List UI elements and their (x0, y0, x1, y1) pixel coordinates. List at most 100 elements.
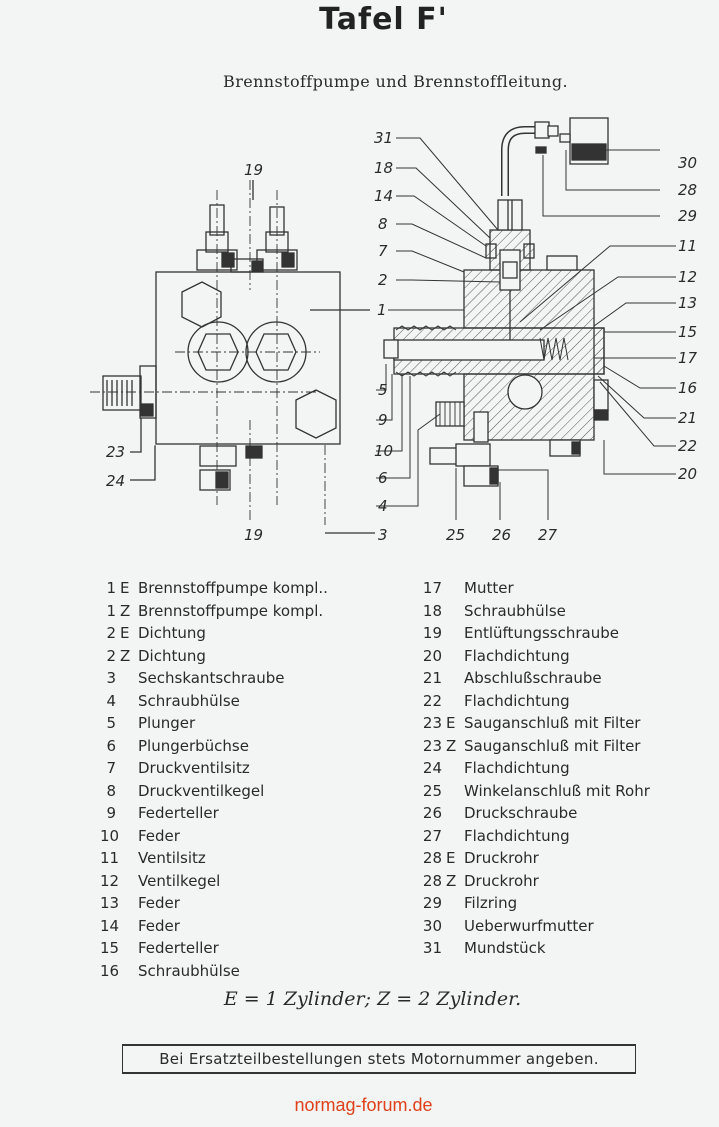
part-row: 29 Filzring (420, 892, 650, 915)
part-name: Entlüftungsschraube (464, 624, 619, 642)
part-name: Ueberwurfmutter (464, 916, 594, 935)
part-number: 17 (422, 579, 442, 597)
part-name: Flachdichtung (464, 646, 570, 665)
part-number: 6 (106, 736, 116, 755)
part-name: Filzring (464, 894, 518, 912)
label-18: 18 (374, 159, 393, 177)
part-number: 10 (100, 826, 120, 845)
label-30: 30 (678, 154, 697, 172)
part-row: 25 Winkelanschluß mit Rohr (420, 780, 650, 803)
part-number: 29 (422, 894, 442, 912)
part-variant (116, 937, 134, 960)
part-row: 26 Druckschraube (420, 802, 650, 825)
part-row: 27 Flachdichtung (420, 825, 650, 848)
part-name: Winkelanschluß mit Rohr (464, 781, 650, 800)
label-12: 12 (678, 268, 697, 286)
part-name: Flachdichtung (464, 759, 570, 777)
part-number: 30 (422, 916, 442, 935)
part-name: Schraubhülse (464, 601, 566, 620)
part-number: 18 (422, 601, 442, 620)
part-variant (442, 690, 460, 713)
page-subtitle: Brennstoffpumpe und Brennstoffleitung. (223, 72, 568, 91)
label-15: 15 (678, 323, 697, 341)
label-16: 16 (678, 379, 697, 397)
part-variant (442, 802, 460, 825)
ordering-notice: Bei Ersatzteilbestellungen stets Motornu… (122, 1044, 636, 1074)
part-number: 25 (422, 781, 442, 800)
part-variant: E (120, 579, 130, 597)
label-29: 29 (678, 207, 697, 225)
part-number: 22 (422, 691, 442, 710)
part-number: 4 (106, 691, 116, 710)
part-row: 10 Feder (100, 825, 328, 848)
part-variant (442, 937, 460, 960)
label-5: 5 (378, 381, 388, 399)
part-variant (116, 667, 134, 690)
part-variant (116, 735, 134, 758)
part-number: 31 (422, 939, 442, 957)
label-9: 9 (378, 411, 388, 429)
part-row: 18 Schraubhülse (420, 600, 650, 623)
part-name: Mundstück (464, 939, 546, 957)
part-name: Feder (138, 826, 180, 845)
part-variant (442, 622, 460, 645)
label-24: 24 (106, 472, 125, 490)
part-name: Abschlußschraube (464, 669, 602, 687)
part-name: Brennstoffpumpe kompl.. (138, 579, 328, 597)
part-number: 19 (422, 624, 442, 642)
part-number: 23 (422, 714, 442, 732)
label-3: 3 (378, 526, 388, 544)
part-name: Dichtung (138, 624, 206, 642)
part-variant (442, 825, 460, 848)
part-number: 26 (422, 804, 442, 822)
label-8: 8 (378, 215, 388, 233)
part-name: Druckrohr (464, 871, 539, 890)
part-name: Sechskantschraube (138, 669, 285, 687)
label-19-top: 19 (244, 161, 263, 179)
part-variant (116, 757, 134, 780)
watermark-link[interactable]: normag-forum.de (294, 1095, 433, 1115)
part-name: Sauganschluß mit Filter (464, 736, 641, 755)
part-number: 14 (100, 916, 120, 935)
part-variant (116, 915, 134, 938)
part-number: 13 (100, 894, 120, 912)
part-variant (116, 712, 134, 735)
part-variant (442, 915, 460, 938)
part-row: 19 Entlüftungsschraube (420, 622, 650, 645)
label-25: 25 (446, 526, 465, 544)
part-number: 2 (106, 646, 116, 665)
label-14: 14 (374, 187, 393, 205)
part-name: Mutter (464, 579, 514, 597)
label-7: 7 (378, 242, 388, 260)
front-view-labels: 19 1 23 24 19 3 (106, 161, 388, 544)
part-variant (116, 847, 134, 870)
part-variant (442, 577, 460, 600)
label-10: 10 (374, 442, 393, 460)
part-variant: Z (446, 871, 457, 890)
part-name: Flachdichtung (464, 826, 570, 845)
part-name: Federteller (138, 939, 219, 957)
variant-legend: E = 1 Zylinder; Z = 2 Zylinder. (223, 988, 522, 1010)
part-name: Sauganschluß mit Filter (464, 714, 641, 732)
part-name: Schraubhülse (138, 961, 240, 980)
part-number: 27 (422, 826, 442, 845)
part-name: Flachdichtung (464, 691, 570, 710)
part-variant: Z (120, 601, 131, 620)
parts-list-right: 17 Mutter 18 Schraubhülse 19 Entlüftungsschra… (420, 577, 650, 960)
part-name: Druckschraube (464, 804, 578, 822)
part-variant (442, 667, 460, 690)
part-number: 7 (106, 759, 116, 777)
